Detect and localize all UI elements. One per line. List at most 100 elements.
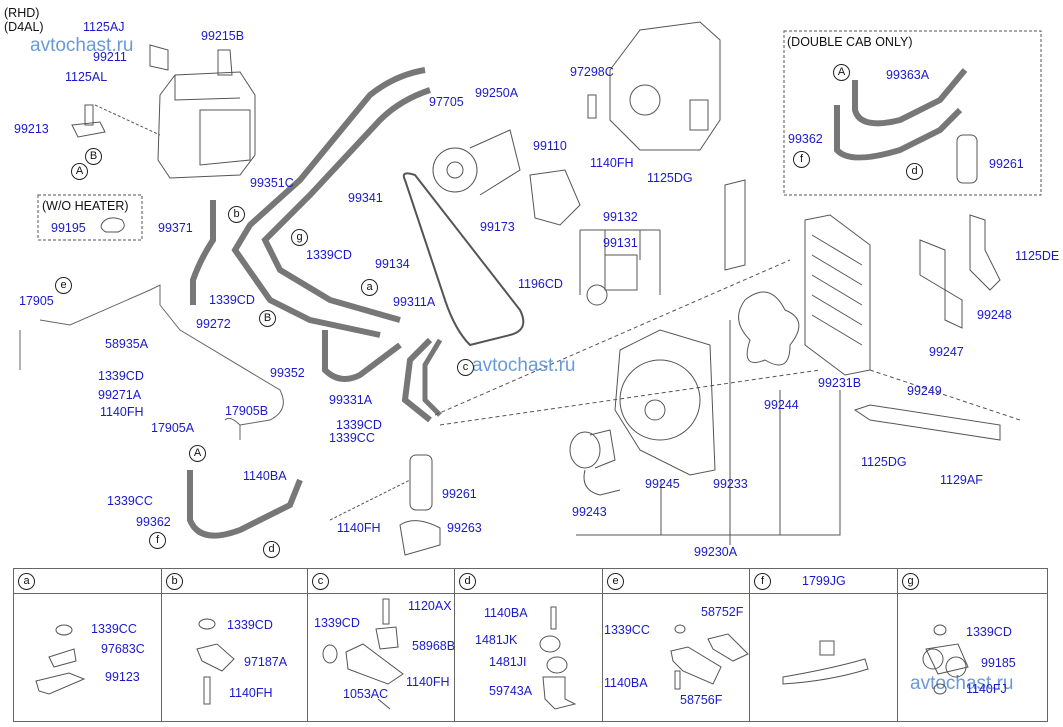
legend-c-part[interactable]: 1140FH [406,675,450,689]
callout-1140FH[interactable]: 1140FH [590,156,634,170]
callout-1125AJ[interactable]: 1125AJ [83,20,125,34]
callout-1140FH[interactable]: 1140FH [100,405,144,419]
callout-99351C[interactable]: 99351C [250,176,294,190]
legend-g-part[interactable]: 1339CD [966,625,1012,639]
callout-1140BA[interactable]: 1140BA [243,469,287,483]
callout-1140FH[interactable]: 1140FH [337,521,381,535]
legend-e-part[interactable]: 1140BA [604,676,648,690]
callout-99243[interactable]: 99243 [572,505,607,519]
callout-1339CD[interactable]: 1339CD [209,293,255,307]
legend-e-part[interactable]: 1339CC [604,623,650,637]
marker-A: A [833,64,850,81]
callout-99362[interactable]: 99362 [788,132,823,146]
callout-99134[interactable]: 99134 [375,257,410,271]
legend-a-part[interactable]: 1339CC [91,622,137,636]
callout-99352[interactable]: 99352 [270,366,305,380]
callout-99230A[interactable]: 99230A [694,545,738,559]
callout-1339CD[interactable]: 1339CD [98,369,144,383]
legend-e-part[interactable]: 58752F [701,605,744,619]
callout-99211[interactable]: 99211 [93,50,127,64]
callout-99272[interactable]: 99272 [196,317,231,331]
callout-58935A[interactable]: 58935A [105,337,149,351]
callout-99263[interactable]: 99263 [447,521,482,535]
legend-d-part[interactable]: 59743A [489,684,533,698]
callout-99331A[interactable]: 99331A [329,393,373,407]
callout-1339CC[interactable]: 1339CC [107,494,153,508]
marker-f: f [793,151,810,168]
callout-1339CD[interactable]: 1339CD [336,418,382,432]
callout-99261[interactable]: 99261 [442,487,477,501]
legend-e-artwork [670,624,749,690]
bracket-99110-drawing [529,169,581,226]
legend-c-part[interactable]: 1339CD [314,616,360,630]
callout-1339CC[interactable]: 1339CC [329,431,375,445]
callout-99244[interactable]: 99244 [764,398,799,412]
legend-d-part[interactable]: 1140BA [484,606,528,620]
condenser-drawing [804,214,871,376]
legend-g-part[interactable]: 99185 [981,656,1016,670]
legend-key-b: b [166,573,183,590]
bracket-99211-drawing [149,44,169,71]
callout-99271A[interactable]: 99271A [98,388,142,402]
callout-99362[interactable]: 99362 [136,515,171,529]
legend-d-part[interactable]: 1481JI [489,655,527,669]
callout-99247[interactable]: 99247 [929,345,964,359]
legend-key-c: c [312,573,329,590]
callout-99245[interactable]: 99245 [645,477,680,491]
legend-a-part[interactable]: 97683C [101,642,145,656]
callout-17905[interactable]: 17905 [19,294,54,308]
callout-17905A[interactable]: 17905A [151,421,195,435]
callout-1339CD[interactable]: 1339CD [306,248,352,262]
bracket-99248-drawing [969,214,1001,291]
legend-c-part[interactable]: 1053AC [343,687,389,701]
callout-99195[interactable]: 99195 [51,221,86,235]
callout-99110[interactable]: 99110 [533,139,567,153]
legend-cell-c: c 1120AX 1339CD 58968B 1140FH 1053AC [308,569,455,721]
callout-99132[interactable]: 99132 [603,210,638,224]
watermark: avtochast.ru [472,355,576,376]
callout-99248[interactable]: 99248 [977,308,1012,322]
callout-99213[interactable]: 99213 [14,122,49,136]
callout-1129AF[interactable]: 1129AF [940,473,983,487]
legend-a-part[interactable]: 99123 [105,670,140,684]
callout-1125AL[interactable]: 1125AL [65,70,108,84]
callout-1125DE[interactable]: 1125DE [1015,249,1060,263]
callout-99311A[interactable]: 99311A [393,295,436,309]
callout-17905B[interactable]: 17905B [225,404,269,418]
marker-f: f [149,532,166,549]
legend-c-part[interactable]: 58968B [412,639,456,653]
callout-97298C[interactable]: 97298C [570,65,614,79]
callout-99215B[interactable]: 99215B [201,29,245,43]
callout-97705[interactable]: 97705 [429,95,464,109]
legend-b-part[interactable]: 97187A [244,655,288,669]
callout-99261[interactable]: 99261 [989,157,1024,171]
legend-g-part[interactable]: 1140FJ [966,682,1007,696]
callout-99231B[interactable]: 99231B [818,376,862,390]
marker-e: e [55,277,72,294]
fan-shroud-drawing [614,329,716,476]
double-cab-title: (DOUBLE CAB ONLY) [787,35,913,49]
callout-1196CD[interactable]: 1196CD [518,277,563,291]
compressor-drawing [432,129,521,196]
legend-d-part[interactable]: 1481JK [475,633,518,647]
callout-99250A[interactable]: 99250A [475,86,519,100]
callout-99233[interactable]: 99233 [713,477,748,491]
legend-b-part[interactable]: 1339CD [227,618,273,632]
callout-99341[interactable]: 99341 [348,191,383,205]
legend-c-part[interactable]: 1120AX [408,599,452,613]
legend-cell-f: f 1799JG [750,569,898,721]
callout-99173[interactable]: 99173 [480,220,515,234]
legend-f-part[interactable]: 1799JG [802,574,846,588]
legend-b-part[interactable]: 1140FH [229,686,273,700]
callout-1125DG[interactable]: 1125DG [861,455,907,469]
callout-99249[interactable]: 99249 [907,384,942,398]
callout-99131[interactable]: 99131 [603,236,638,250]
callout-99371[interactable]: 99371 [158,221,193,235]
legend-c-artwork [322,598,404,710]
callout-99363A[interactable]: 99363A [886,68,930,82]
valve-99213-drawing [71,104,106,138]
callout-1125DG[interactable]: 1125DG [647,171,693,185]
legend-e-part[interactable]: 58756F [680,693,723,707]
legend-cell-a: a 1339CC 97683C 99123 [14,569,162,721]
